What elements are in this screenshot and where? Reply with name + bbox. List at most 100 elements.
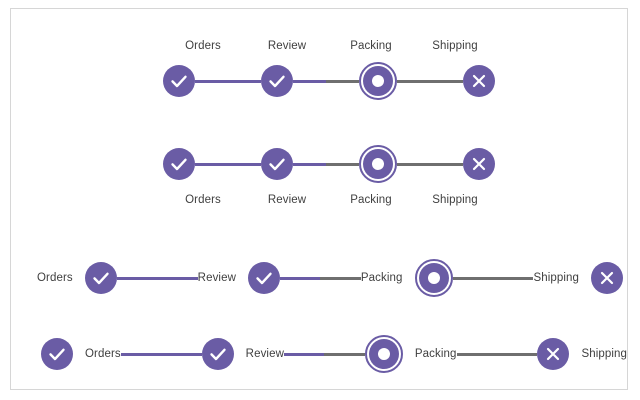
step-node-orders[interactable] — [84, 262, 117, 294]
step-label-orders: Orders — [185, 40, 221, 52]
check-icon — [171, 75, 187, 88]
connector-segment-right — [228, 162, 261, 166]
connector-review-packing — [293, 162, 359, 166]
step-label-wrap: Orders — [161, 193, 245, 209]
step-unit-review[interactable]: Review — [198, 262, 280, 294]
step-node-packing[interactable] — [359, 145, 397, 183]
step-label-wrap: Packing — [329, 39, 413, 53]
step-node-review[interactable] — [201, 338, 234, 370]
connector-packing-shipping — [452, 276, 534, 280]
stepper-label-row: Orders Review Packing Shipping — [161, 193, 497, 209]
check-icon — [269, 158, 285, 171]
step-node-shipping[interactable] — [537, 338, 570, 370]
active-ring-core — [372, 75, 384, 87]
stepper-labels-trailing: Orders Review — [41, 335, 627, 373]
connector-segment-left — [456, 352, 497, 356]
connector-segment-right — [228, 79, 261, 83]
connector-segment-left — [452, 276, 493, 280]
close-icon — [472, 157, 486, 171]
step-unit-orders[interactable]: Orders — [37, 262, 117, 294]
stepper-labels-leading: Orders Review — [37, 259, 624, 297]
connector-segment-right — [326, 79, 359, 83]
connector-review-packing — [283, 352, 365, 356]
check-icon — [209, 348, 226, 361]
active-ring-core — [372, 158, 384, 170]
connector-segment-left — [293, 162, 326, 166]
step-node-shipping[interactable] — [463, 148, 495, 180]
step-label-wrap: Shipping — [413, 39, 497, 53]
step-node-review[interactable] — [261, 65, 293, 97]
stepper-track — [161, 145, 497, 183]
connector-review-packing — [279, 276, 361, 280]
connector-segment-right — [326, 162, 359, 166]
connector-packing-shipping — [397, 162, 463, 166]
step-unit-review[interactable]: Review — [201, 338, 284, 370]
connector-review-packing — [293, 79, 359, 83]
check-icon — [171, 158, 187, 171]
close-icon — [600, 271, 614, 285]
step-unit-orders[interactable]: Orders — [41, 338, 121, 370]
step-label-packing: Packing — [414, 348, 457, 360]
connector-segment-left — [293, 79, 326, 83]
step-node-shipping[interactable] — [591, 262, 624, 294]
step-node-orders[interactable] — [41, 338, 73, 370]
stepper-showcase-card: Orders Review Packing Shipping — [10, 8, 628, 390]
close-icon — [547, 347, 560, 361]
step-label-wrap: Orders — [161, 39, 245, 53]
step-node-packing[interactable] — [414, 259, 453, 297]
step-label-shipping: Shipping — [432, 40, 478, 52]
active-ring-core — [377, 348, 390, 360]
check-icon — [269, 75, 285, 88]
check-icon — [93, 272, 109, 285]
step-label-shipping: Shipping — [533, 272, 580, 284]
step-label-orders: Orders — [37, 272, 73, 284]
step-label-shipping: Shipping — [432, 194, 478, 206]
connector-segment-left — [195, 162, 228, 166]
step-node-packing[interactable] — [359, 62, 397, 100]
connector-segment-left — [120, 352, 162, 356]
step-label-wrap: Review — [245, 39, 329, 53]
connector-segment-left — [195, 79, 228, 83]
step-unit-shipping[interactable]: Shipping — [537, 338, 627, 370]
step-label-wrap: Review — [245, 193, 329, 209]
step-label-review: Review — [267, 194, 307, 206]
step-node-orders[interactable] — [163, 148, 195, 180]
connector-packing-shipping — [397, 79, 463, 83]
connector-orders-review — [120, 352, 202, 356]
connector-orders-review — [195, 162, 261, 166]
connector-segment-left — [397, 79, 430, 83]
step-node-orders[interactable] — [163, 65, 195, 97]
stepper-track — [161, 62, 497, 100]
connector-segment-left — [279, 276, 321, 280]
step-label-review: Review — [245, 348, 284, 360]
step-unit-shipping[interactable]: Shipping — [533, 262, 624, 294]
step-node-packing[interactable] — [364, 335, 403, 373]
connector-segment-left — [283, 352, 325, 356]
connector-segment-right — [497, 352, 538, 356]
check-icon — [49, 348, 65, 361]
step-node-shipping[interactable] — [463, 65, 495, 97]
connector-segment-right — [161, 352, 202, 356]
stepper-labels-above: Orders Review Packing Shipping — [161, 37, 497, 100]
step-label-review: Review — [267, 40, 307, 52]
connector-segment-right — [430, 79, 463, 83]
connector-segment-right — [430, 162, 463, 166]
active-ring-core — [427, 272, 440, 284]
connector-segment-left — [116, 276, 158, 280]
connector-segment-right — [324, 352, 365, 356]
step-label-review: Review — [197, 272, 236, 284]
step-unit-packing[interactable]: Packing — [361, 259, 453, 297]
step-label-wrap: Shipping — [413, 193, 497, 209]
connector-orders-review — [116, 276, 198, 280]
connector-segment-left — [397, 162, 430, 166]
step-label-packing: Packing — [360, 272, 403, 284]
step-unit-packing[interactable]: Packing — [364, 335, 457, 373]
step-label-orders: Orders — [185, 194, 221, 206]
stepper-labels-below: Orders Review Packing Shipping — [161, 145, 497, 209]
stepper-label-row: Orders Review Packing Shipping — [161, 37, 497, 53]
step-node-review[interactable] — [247, 262, 280, 294]
check-icon — [256, 272, 272, 285]
connector-segment-right — [320, 276, 361, 280]
step-node-review[interactable] — [261, 148, 293, 180]
step-label-orders: Orders — [85, 348, 121, 360]
